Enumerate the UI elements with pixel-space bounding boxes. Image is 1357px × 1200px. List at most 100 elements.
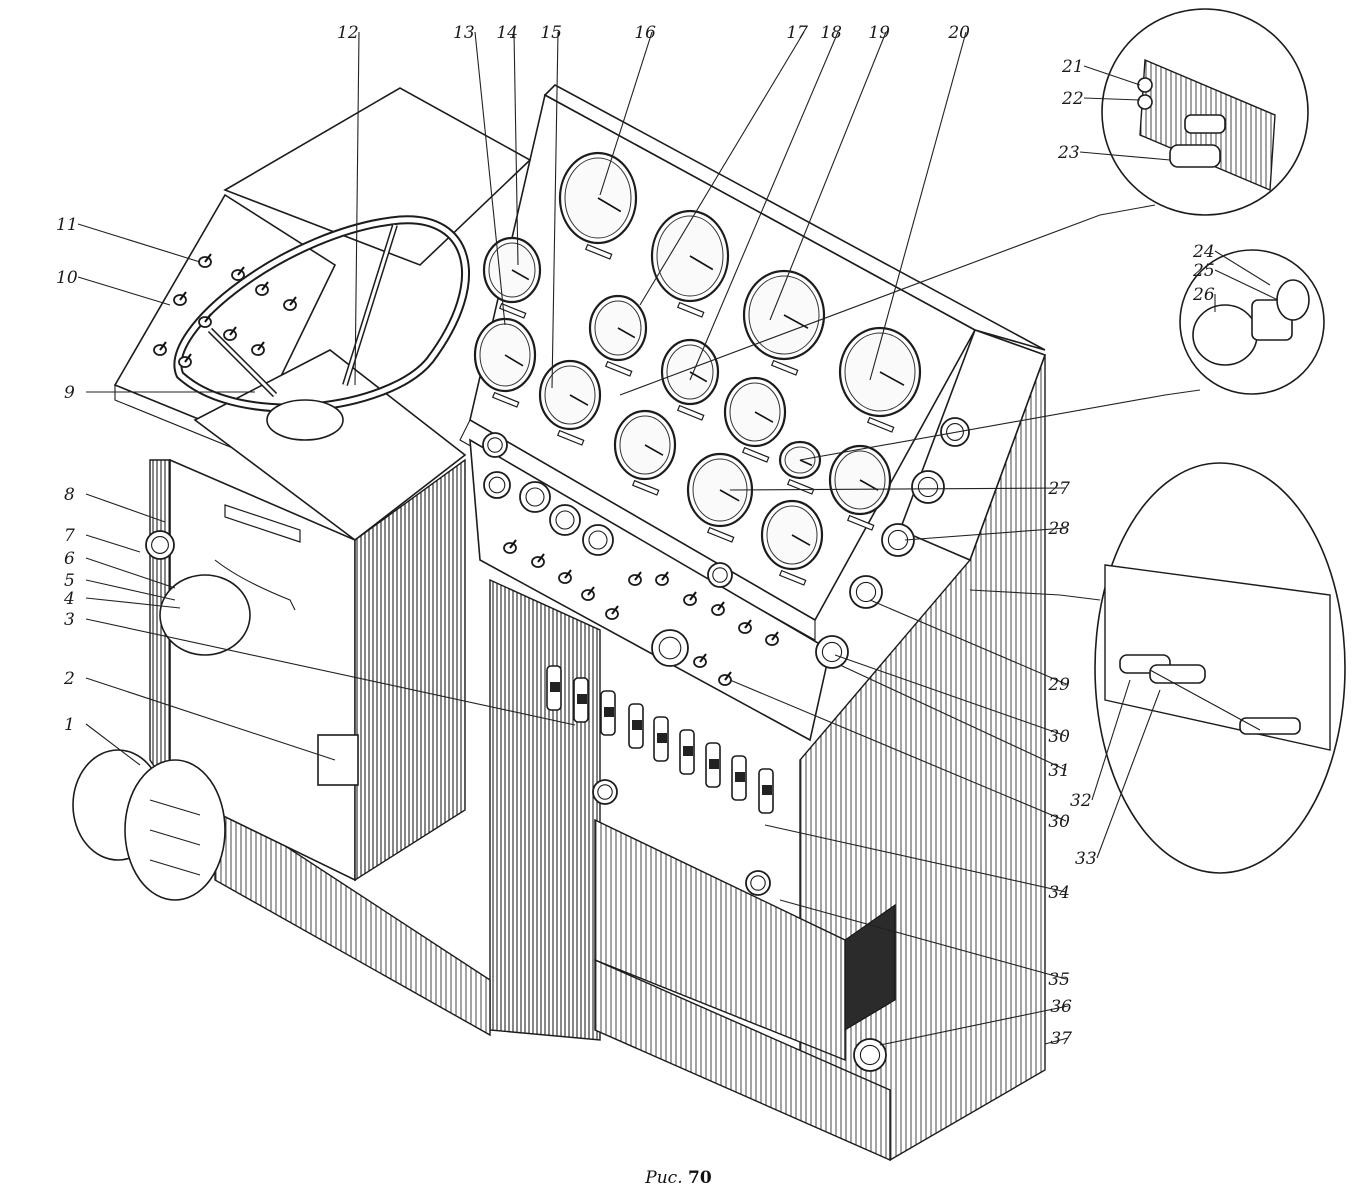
- round-knob: [911, 470, 945, 504]
- lever: [573, 677, 589, 723]
- figure-caption: Рис. 70: [0, 1168, 1357, 1188]
- callout-label: 10: [56, 268, 78, 288]
- callout-label: 18: [820, 23, 842, 43]
- callout-label: 24: [1192, 242, 1215, 262]
- inset-lamp: [1179, 249, 1325, 395]
- caption-number: 70: [688, 1168, 712, 1188]
- gauge-dial: [838, 326, 922, 433]
- callout: 30: [729, 679, 1070, 832]
- callout-label: 7: [64, 526, 75, 546]
- gauge-dial: [650, 209, 730, 318]
- callout-label: 4: [63, 589, 75, 609]
- toggle-switch: [153, 341, 167, 356]
- callout: 16: [599, 23, 656, 196]
- callout: 29: [869, 599, 1070, 695]
- callout: 7: [64, 526, 141, 553]
- callout-label: 28: [1047, 519, 1070, 539]
- toggle-switch: [765, 631, 779, 646]
- callout-label: 5: [64, 571, 75, 591]
- toggle-switch: [693, 653, 707, 668]
- callout: 33: [1075, 689, 1161, 869]
- round-knob: [707, 562, 733, 588]
- callout-label: 30: [1048, 812, 1070, 832]
- callout: 25: [1192, 261, 1279, 301]
- callout: 27: [729, 479, 1070, 499]
- callout: 1: [64, 715, 141, 766]
- steering-wheel: [173, 215, 470, 441]
- callout: 17: [639, 23, 808, 306]
- lever: [653, 716, 669, 762]
- gauge-dial: [686, 452, 754, 543]
- callout: 2: [63, 669, 336, 761]
- callout: 32: [1070, 679, 1131, 811]
- left-pedestal: [72, 87, 532, 901]
- callout: 23: [1057, 143, 1171, 163]
- callout-label: 12: [337, 23, 359, 43]
- round-knob: [592, 779, 618, 805]
- toggle-switch: [628, 571, 642, 586]
- gauge-dial: [760, 499, 824, 586]
- callout: 9: [64, 383, 255, 403]
- callout: 13: [453, 23, 506, 326]
- callout-label: 29: [1047, 675, 1070, 695]
- callout: 5: [64, 571, 176, 601]
- toggle-switch: [581, 586, 595, 601]
- callout: 26: [1192, 285, 1216, 312]
- callout-label: 3: [64, 610, 75, 630]
- toggle-switch: [655, 571, 669, 586]
- callout-label: 35: [1048, 970, 1070, 990]
- callout-label: 36: [1050, 997, 1072, 1017]
- toggle-switch: [231, 266, 245, 281]
- knob-group: [145, 417, 970, 1072]
- callout-label: 20: [947, 23, 970, 43]
- callout: 20: [869, 23, 970, 381]
- lever: [731, 755, 747, 801]
- lever: [705, 742, 721, 788]
- callout-label: 31: [1048, 761, 1070, 781]
- callout-label: 8: [64, 485, 75, 505]
- callout-label: 22: [1061, 89, 1084, 109]
- callout: 10: [56, 268, 171, 306]
- toggle-switch: [683, 591, 697, 606]
- gauge-dial: [613, 409, 677, 496]
- round-knob: [519, 481, 551, 513]
- toggle-switch: [283, 296, 297, 311]
- toggle-switch: [531, 553, 545, 568]
- toggle-switch: [198, 313, 212, 328]
- round-knob: [482, 432, 508, 458]
- callout: 6: [64, 549, 176, 589]
- callout-label: 27: [1047, 479, 1070, 499]
- lever: [758, 768, 774, 814]
- toggle-switch: [605, 605, 619, 620]
- gauge-dial: [558, 151, 638, 260]
- callout-label: 23: [1057, 143, 1080, 163]
- callout: 35: [779, 899, 1070, 990]
- callout-label: 17: [786, 23, 808, 43]
- callout: 15: [540, 23, 562, 389]
- lever: [600, 690, 616, 736]
- toggle-switch: [173, 291, 187, 306]
- gauge-dial: [473, 317, 537, 408]
- toggle-switch: [503, 539, 517, 554]
- callout: 28: [904, 519, 1070, 541]
- callout-label: 21: [1061, 57, 1084, 77]
- gauge-dial: [538, 359, 602, 446]
- toggle-switch: [251, 341, 265, 356]
- callout: 11: [56, 215, 201, 263]
- inset-resistor-panel: [1094, 462, 1346, 874]
- toggle-switch-group: [153, 253, 779, 686]
- gauge-group: [473, 151, 922, 586]
- callout-label: 33: [1075, 849, 1097, 869]
- toggle-switch: [558, 569, 572, 584]
- callout-label: 26: [1192, 285, 1215, 305]
- callout-label: 15: [540, 23, 562, 43]
- callout: 34: [764, 824, 1070, 903]
- callout-label: 9: [64, 383, 75, 403]
- callout: 12: [337, 23, 360, 386]
- lever: [679, 729, 695, 775]
- callout: 22: [1061, 89, 1141, 109]
- lever-row: [546, 665, 774, 814]
- callout: 21: [1061, 57, 1141, 86]
- gauge-dial: [660, 338, 720, 421]
